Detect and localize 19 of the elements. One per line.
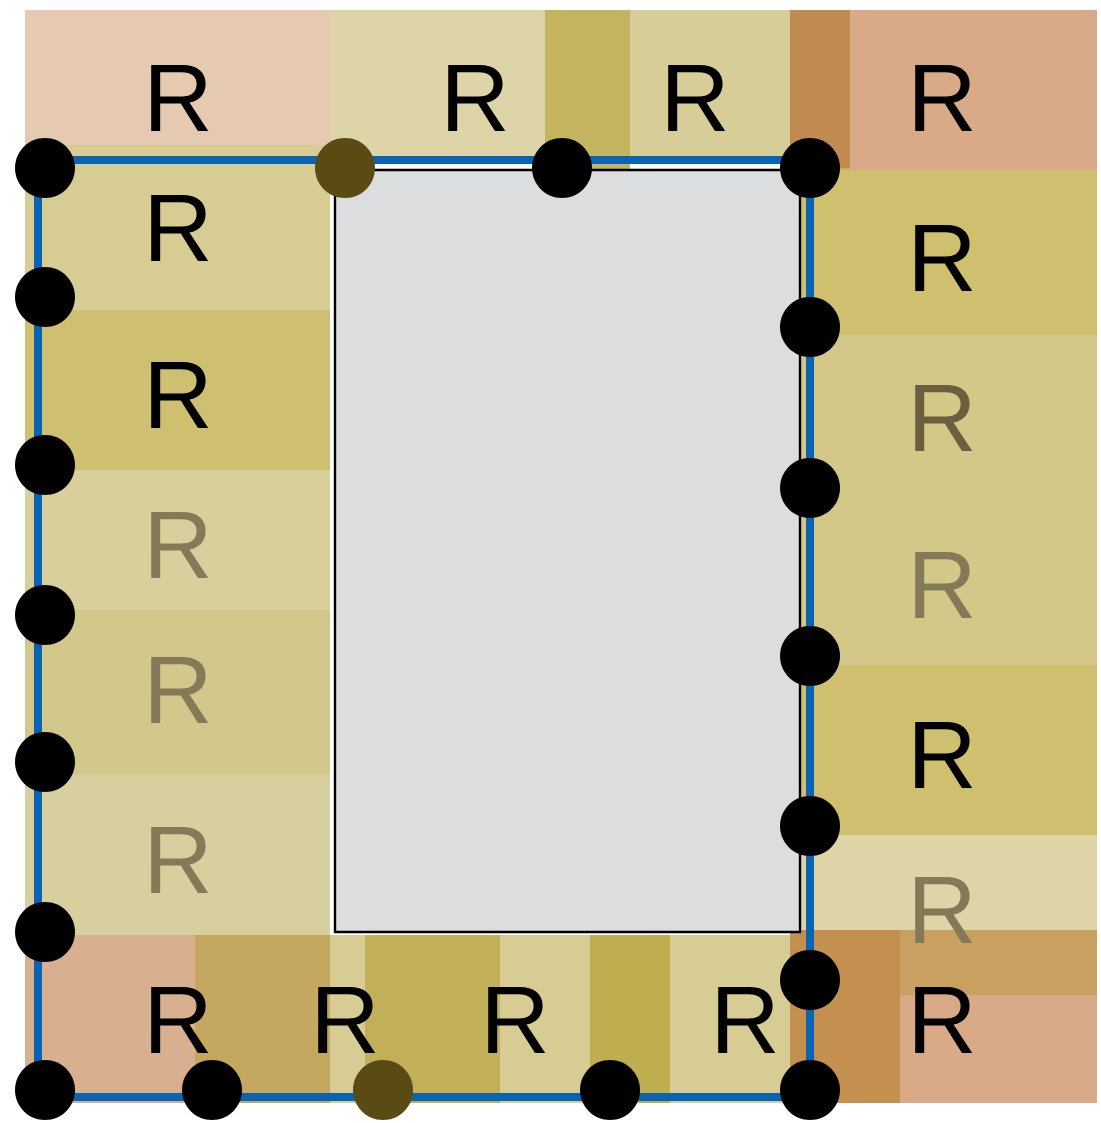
tile: R [900,986,1097,1103]
tile: R [25,470,330,610]
tile: R [630,10,790,160]
tile: R [790,170,1097,335]
node-label: R [915,384,973,452]
tile: R [790,665,1097,835]
tile: R [850,10,1097,170]
tile: R [790,500,1097,665]
tile: R [670,935,790,1103]
tile: R [25,775,330,935]
node-label: R [915,551,973,619]
tile: R [488,935,590,1103]
tile: R [318,935,376,1103]
tile: R [25,310,330,470]
tile: R [25,10,330,145]
tile: R [25,610,330,775]
tile: R [790,835,1097,944]
tile: R [330,10,545,160]
tile: R [790,335,1097,500]
